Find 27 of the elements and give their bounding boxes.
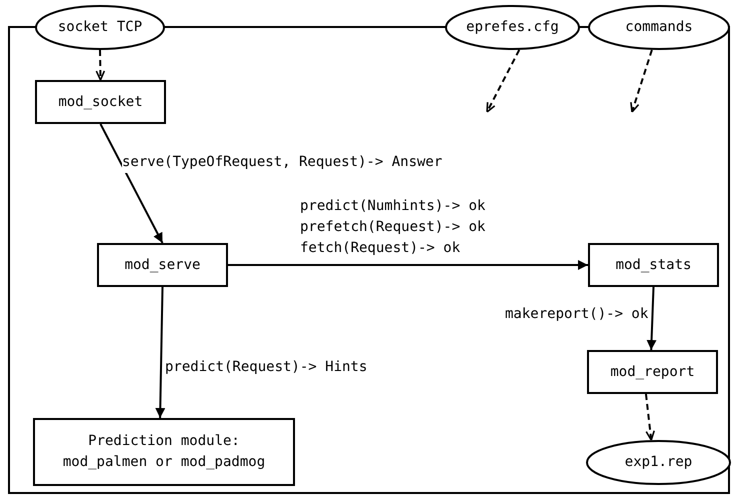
node-label: socket TCP — [58, 18, 142, 37]
dashed-arrow — [486, 49, 520, 113]
edge-label: serve(TypeOfRequest, Request)-> Answer — [122, 152, 442, 173]
module-box — [587, 350, 718, 394]
node-label: mod_serve — [124, 256, 200, 274]
data-ellipse — [445, 5, 580, 50]
module-box — [97, 243, 228, 287]
node-label: mod_stats — [616, 256, 692, 274]
dashed-arrow — [630, 50, 653, 113]
node-label: Prediction module: mod_palmen or mod_padmog — [62, 432, 266, 472]
arrow — [155, 286, 166, 418]
data-ellipse — [586, 440, 731, 485]
node-label: eprefes.cfg — [466, 18, 559, 37]
node-label: commands — [625, 18, 693, 37]
data-ellipse — [588, 5, 730, 50]
node-label: exp1.rep — [624, 453, 692, 472]
node-label: mod_socket — [58, 92, 143, 112]
dashed-arrow — [644, 394, 655, 441]
dashed-arrow — [96, 50, 106, 81]
arrow — [100, 124, 164, 244]
data-ellipse — [35, 5, 165, 50]
module-box — [35, 80, 166, 124]
arrow — [228, 260, 588, 270]
module-box — [33, 418, 295, 486]
module-box — [588, 243, 719, 287]
arrow — [646, 286, 657, 350]
node-label: mod_report — [610, 362, 695, 382]
